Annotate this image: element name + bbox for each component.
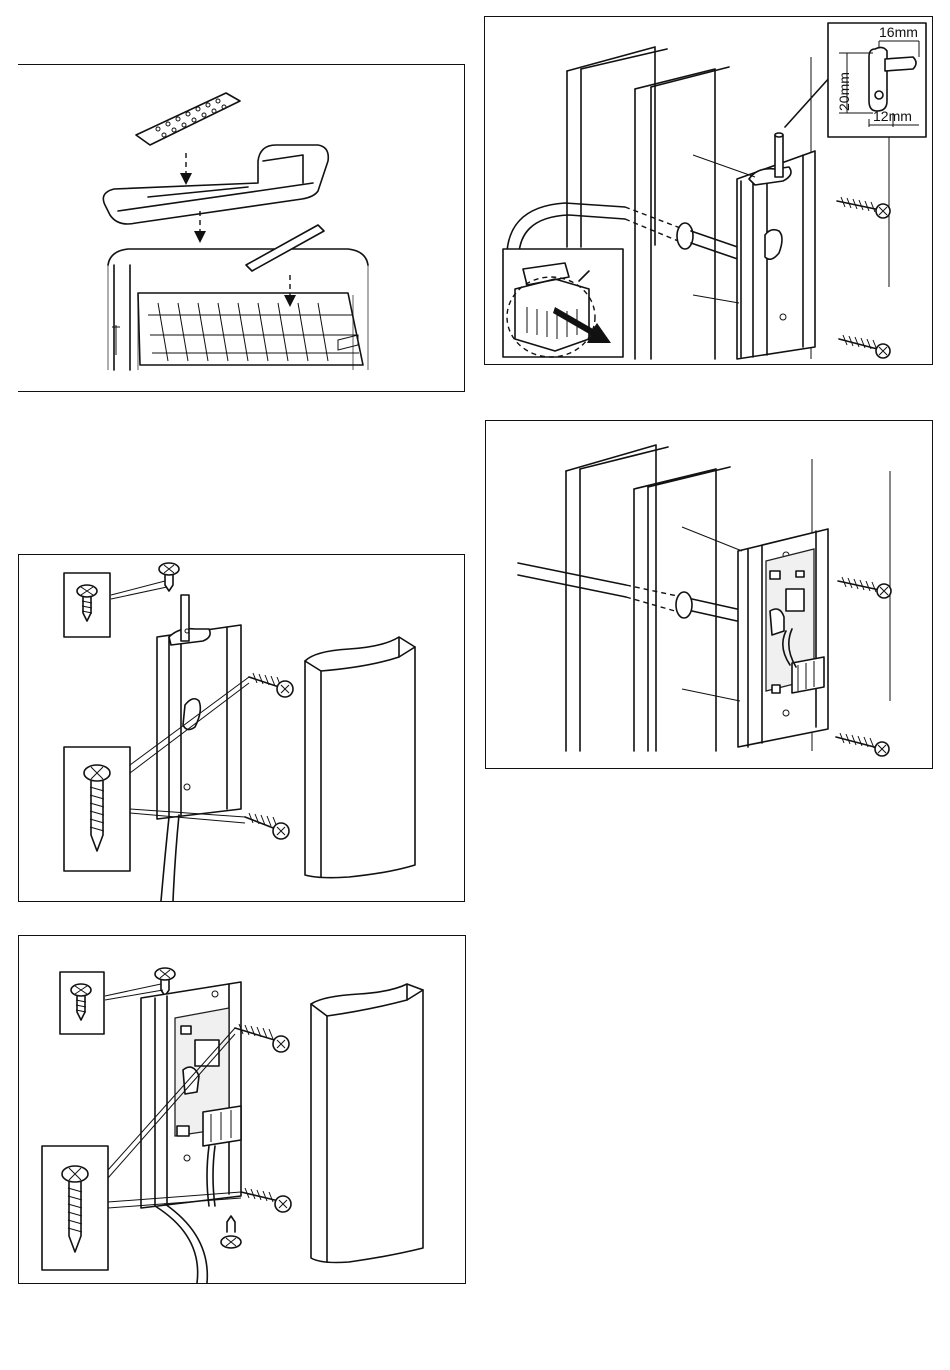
heater-illustration [18,65,464,391]
heater-grill [138,293,363,365]
wall-screws [837,197,890,358]
figure-screw-fixing-empty [18,554,465,902]
mounting-plate [157,595,241,819]
screw-fixing-illustration [19,555,464,901]
mounting-plate [737,151,815,359]
small-screw-inset [60,972,104,1034]
long-screw-inset [64,747,130,871]
figure-wall-mount-board [485,420,933,769]
dimension-12mm: 12mm [873,108,912,124]
door-frame [566,445,890,751]
wall-mount-illustration: 16mm 20mm 12mm [485,17,932,364]
long-screw-inset [42,1146,108,1270]
cover [311,984,423,1263]
small-screw-inset [64,573,110,637]
cover-tray [103,145,328,224]
figure-wall-mount-template: 16mm 20mm 12mm [484,16,933,365]
cable [518,563,746,623]
figure-heater-cover-removal [18,64,465,392]
wall-board-illustration [486,421,932,768]
dimension-16mm: 16mm [879,24,918,40]
cover [305,637,415,878]
screw-fixing-board-illustration [19,936,465,1283]
figure-screw-fixing-board [18,935,466,1284]
dimension-20mm: 20mm [836,72,852,111]
wall-screws [245,673,293,839]
dimension-inset: 16mm 20mm 12mm [828,23,926,137]
perforated-strip [136,93,240,145]
connector-inset [503,249,623,357]
wall-screws [836,577,891,756]
